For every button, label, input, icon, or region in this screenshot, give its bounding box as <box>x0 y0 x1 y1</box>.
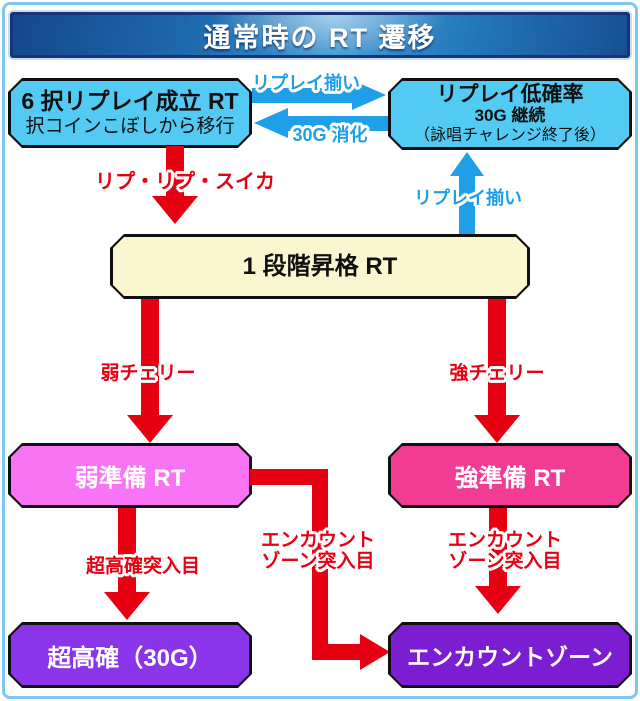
arrow-replay-align-right-stem <box>252 88 354 103</box>
box-six-choice-replay-rt-subtitle: 択コインこぼしから移行 <box>25 116 235 137</box>
arrow-super-high-entry-label: 超高確突入目 <box>85 556 201 577</box>
page-title: 通常時の RT 遷移 <box>203 22 437 53</box>
box-strong-ready-rt-title: 強準備 RT <box>454 465 566 492</box>
arrow-encounter-entry-down-head <box>475 586 521 614</box>
box-super-high-probability-title: 超高確（30G） <box>47 644 213 672</box>
arrow-super-high-entry-head <box>104 592 150 620</box>
arrow-encounter-entry-elbow-seg1 <box>250 469 328 485</box>
arrow-replay-align-up-stem <box>459 174 475 235</box>
arrow-weak-cherry-label: 弱チェリー <box>100 363 196 384</box>
arrow-encounter-entry-elbow-label-line2: ゾーン突入目 <box>261 551 375 572</box>
box-encounter-zone-title: エンカウントゾーン <box>407 644 613 670</box>
arrow-strong-cherry-stem <box>488 299 506 417</box>
box-replay-low-probability-line3: （詠唱チャレンジ終了後） <box>414 126 606 144</box>
arrow-30g-consumed-left-stem <box>286 116 388 131</box>
arrow-weak-cherry-stem <box>141 299 159 417</box>
box-weak-ready-rt-title: 弱準備 RT <box>74 465 186 492</box>
arrow-rep-rep-suika-label: リプ・リプ・スイカ <box>95 171 275 193</box>
arrow-encounter-entry-elbow-label-line1: エンカウント <box>260 530 376 551</box>
arrow-rep-rep-suika-head <box>152 196 198 224</box>
arrow-encounter-entry-down-stem <box>489 508 507 588</box>
arrow-super-high-entry-stem <box>118 508 136 594</box>
arrow-replay-align-up-head <box>450 152 484 176</box>
arrow-encounter-entry-down-label: エンカウント ゾーン突入目 <box>448 530 562 572</box>
arrow-encounter-entry-down-label-line2: ゾーン突入目 <box>448 551 562 572</box>
box-one-step-promotion-rt-title: 1 段階昇格 RT <box>242 253 398 280</box>
box-six-choice-replay-rt-title: 6 択リプレイ成立 RT <box>21 88 239 114</box>
arrow-strong-cherry-label: 強チェリー <box>449 363 545 384</box>
box-strong-ready-rt: 強準備 RT <box>388 443 632 508</box>
arrow-strong-cherry-head <box>474 415 520 443</box>
arrow-replay-align-up-label: リプレイ揃い <box>414 188 522 208</box>
arrow-encounter-entry-elbow-label: エンカウント ゾーン突入目 <box>261 530 375 572</box>
arrow-30g-consumed-left-head <box>254 108 288 138</box>
box-weak-ready-rt: 弱準備 RT <box>8 443 252 508</box>
box-replay-low-probability: リプレイ低確率 30G 継続 （詠唱チャレンジ終了後） <box>388 78 632 150</box>
arrow-replay-align-right-head <box>352 80 386 110</box>
arrow-30g-consumed-left-label: 30G 消化 <box>292 125 368 145</box>
page-title-banner: 通常時の RT 遷移 <box>10 12 630 58</box>
arrow-rep-rep-suika-stem <box>166 146 184 198</box>
arrow-encounter-entry-elbow-head <box>360 634 390 670</box>
arrow-encounter-entry-down-label-line1: エンカウント <box>447 530 563 551</box>
arrow-encounter-entry-elbow-seg2 <box>312 469 328 660</box>
arrow-weak-cherry-head <box>127 415 173 443</box>
arrow-encounter-entry-elbow-seg3 <box>312 644 362 660</box>
box-encounter-zone: エンカウントゾーン <box>388 622 632 688</box>
arrow-replay-align-right-label: リプレイ揃い <box>252 73 360 93</box>
box-six-choice-replay-rt: 6 択リプレイ成立 RT 択コインこぼしから移行 <box>8 78 252 148</box>
box-replay-low-probability-title: リプレイ低確率 <box>436 82 584 106</box>
box-replay-low-probability-line2: 30G 継続 <box>474 105 546 125</box>
box-super-high-probability: 超高確（30G） <box>8 622 252 688</box>
box-one-step-promotion-rt: 1 段階昇格 RT <box>110 234 530 299</box>
